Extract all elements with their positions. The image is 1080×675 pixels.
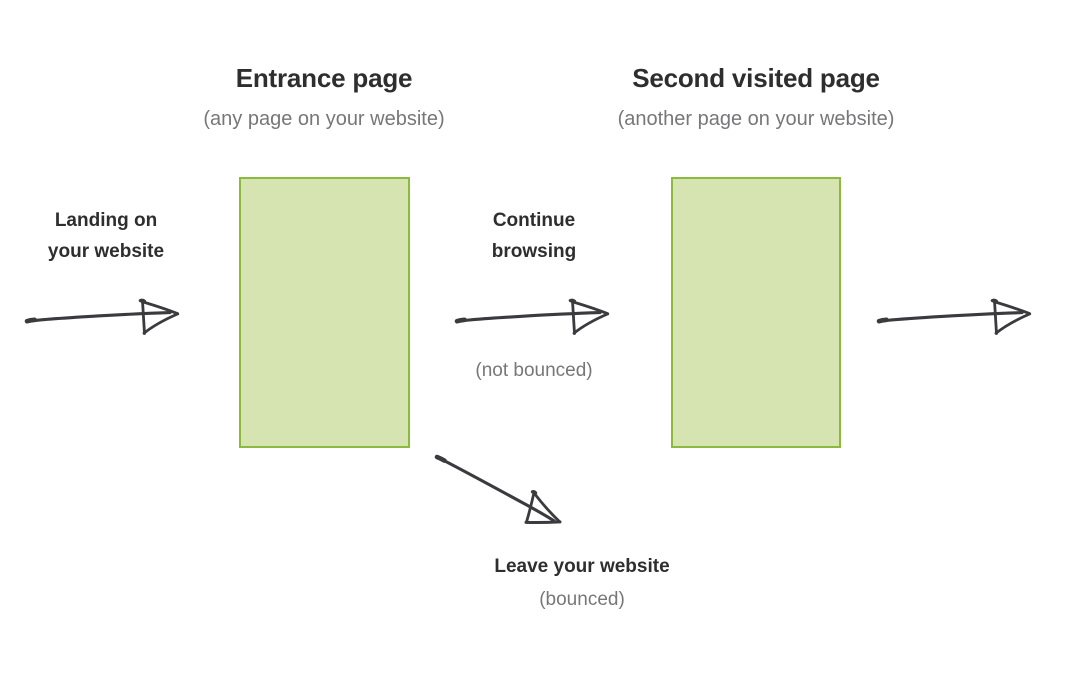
landing-label-line1: Landing on (54, 210, 158, 231)
second-visited-page-title: Second visited page (632, 63, 880, 93)
entrance-page-box (239, 177, 410, 448)
arrow-right-icon-exit (876, 298, 1032, 335)
leave-website-label: Leave your website (494, 556, 670, 577)
continue-browsing-label-line1: Continue (492, 210, 576, 231)
entrance-page-subtitle: (any page on your website) (203, 107, 445, 130)
landing-label-line2: your website (47, 241, 165, 263)
continue-browsing-label-line2: browsing (491, 241, 577, 263)
arrow-right-icon-continue (454, 298, 610, 335)
arrow-down-right-icon-leave (434, 454, 562, 524)
second-visited-page-subtitle: (another page on your website) (617, 107, 895, 130)
arrow-right-icon-landing (24, 298, 180, 335)
second-visited-page-box (671, 177, 841, 448)
continue-browsing-label: Continue browsing (434, 205, 634, 268)
landing-label: Landing on your website (6, 205, 206, 268)
not-bounced-sublabel: (not bounced) (475, 360, 593, 381)
column-heading-second-visited: Second visited page (another page on you… (526, 64, 986, 130)
column-heading-entrance: Entrance page (any page on your website) (94, 64, 554, 130)
entrance-page-title: Entrance page (235, 63, 413, 93)
bounced-sublabel: (bounced) (539, 589, 625, 610)
